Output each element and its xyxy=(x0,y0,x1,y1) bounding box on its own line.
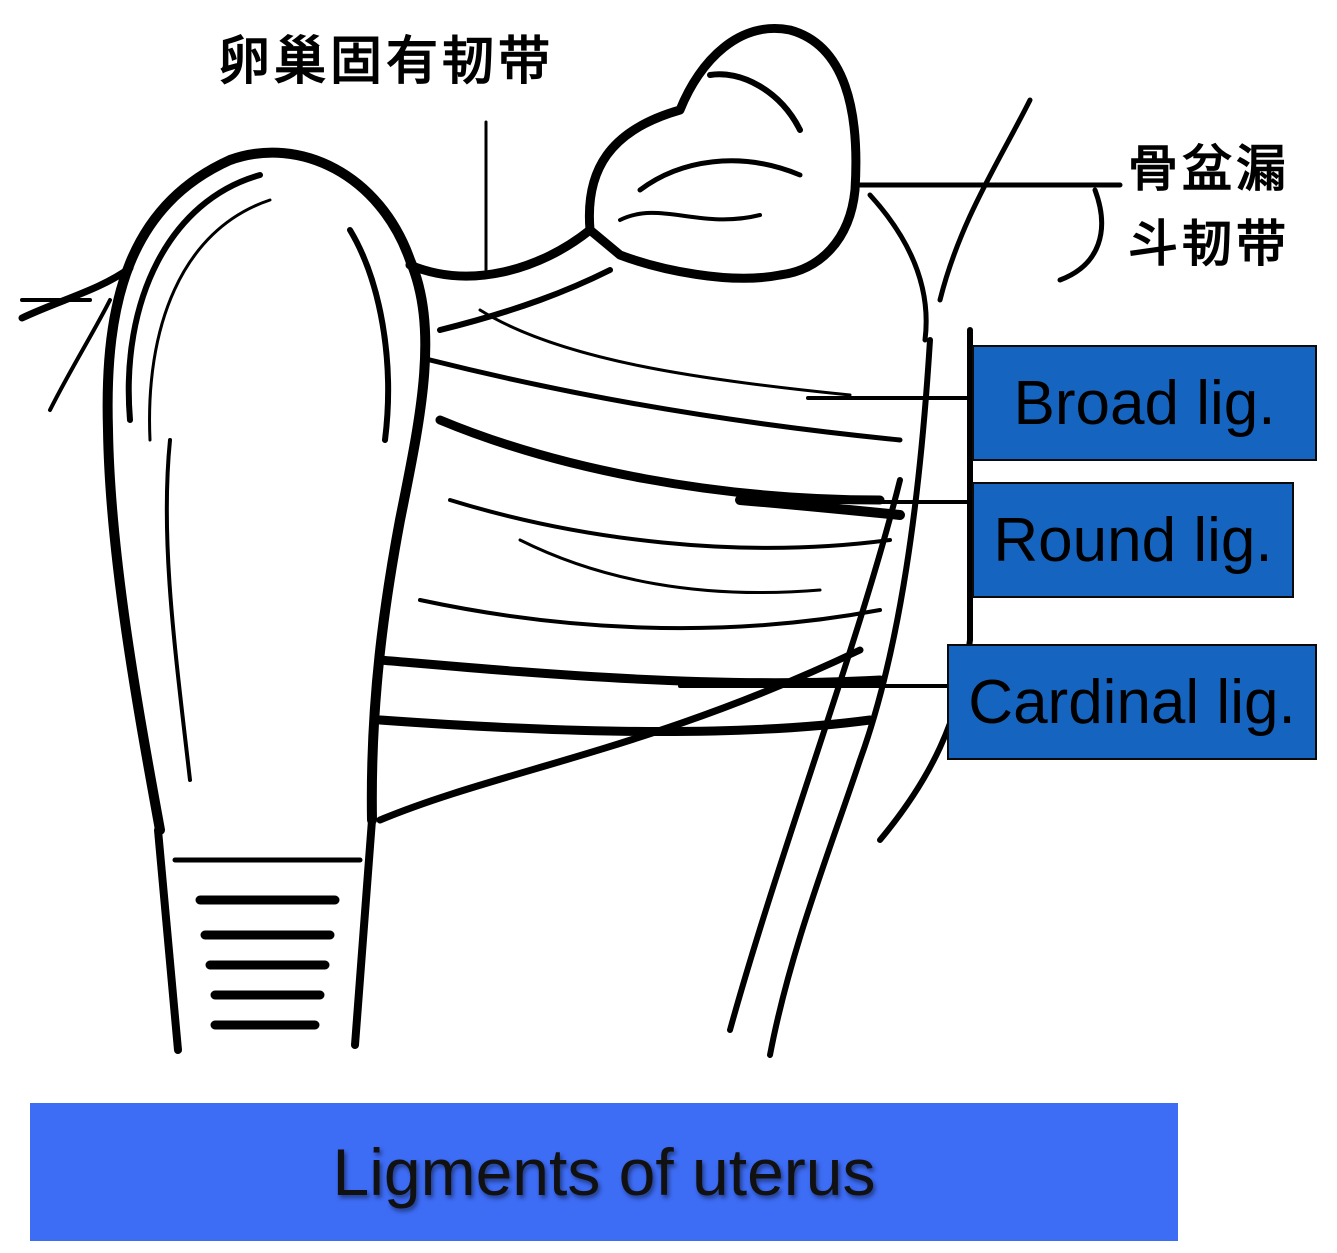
cardinal-ligament-text: Cardinal lig. xyxy=(968,667,1296,737)
uterus-body xyxy=(102,147,431,835)
cervix xyxy=(154,816,376,1054)
infundibulopelvic-ligament-label: 骨盆漏 斗韧带 xyxy=(1128,132,1298,282)
left-tube xyxy=(18,264,134,322)
cardinal-ligament-label: Cardinal lig. xyxy=(947,644,1317,760)
ovarian-ligament xyxy=(405,225,595,281)
ovary xyxy=(584,24,861,283)
ovary-proper-ligament-label: 卵巢固有韧带 xyxy=(218,32,555,92)
broad-ligament-text: Broad lig. xyxy=(1013,368,1276,438)
broad-ligament-label: Broad lig. xyxy=(972,345,1317,461)
infundibulopelvic-ligament xyxy=(867,97,1104,343)
round-ligament-text: Round lig. xyxy=(993,505,1273,575)
round-ligament-label: Round lig. xyxy=(972,482,1294,598)
caption-title: Ligments of uterus xyxy=(332,1135,876,1209)
infundibulopelvic-label-line1: 骨盆漏 xyxy=(1128,140,1290,198)
cardinal-ligament xyxy=(375,655,885,737)
infundibulopelvic-label-line2: 斗韧带 xyxy=(1128,215,1290,273)
caption-bar: Ligments of uterus xyxy=(30,1103,1178,1241)
broad-ligament-fold xyxy=(427,357,903,443)
